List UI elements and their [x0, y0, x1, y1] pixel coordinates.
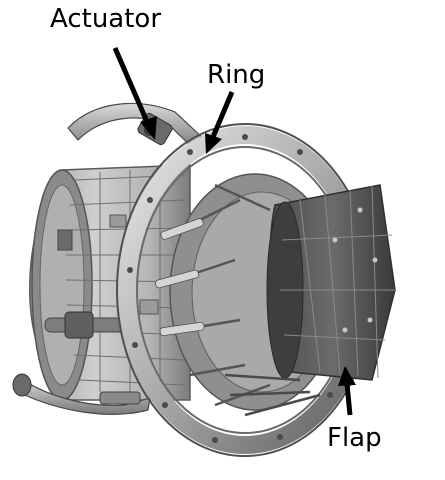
lower-linkage: [224, 373, 321, 417]
actuator-label: Actuator: [50, 4, 162, 34]
callout-arrows: [112, 47, 356, 416]
lower-actuator: [12, 373, 151, 415]
ring-label: Ring: [207, 60, 266, 90]
actuator-arrowhead: [140, 116, 157, 140]
flap-arrow: [344, 383, 353, 416]
flap-arrowhead: [338, 366, 356, 386]
ring-arrowhead: [205, 133, 222, 154]
ring-arrow: [210, 91, 235, 138]
nozzle-flaps: [266, 184, 396, 381]
flap-label: Flap: [327, 423, 382, 453]
actuator-arrow: [112, 47, 151, 125]
